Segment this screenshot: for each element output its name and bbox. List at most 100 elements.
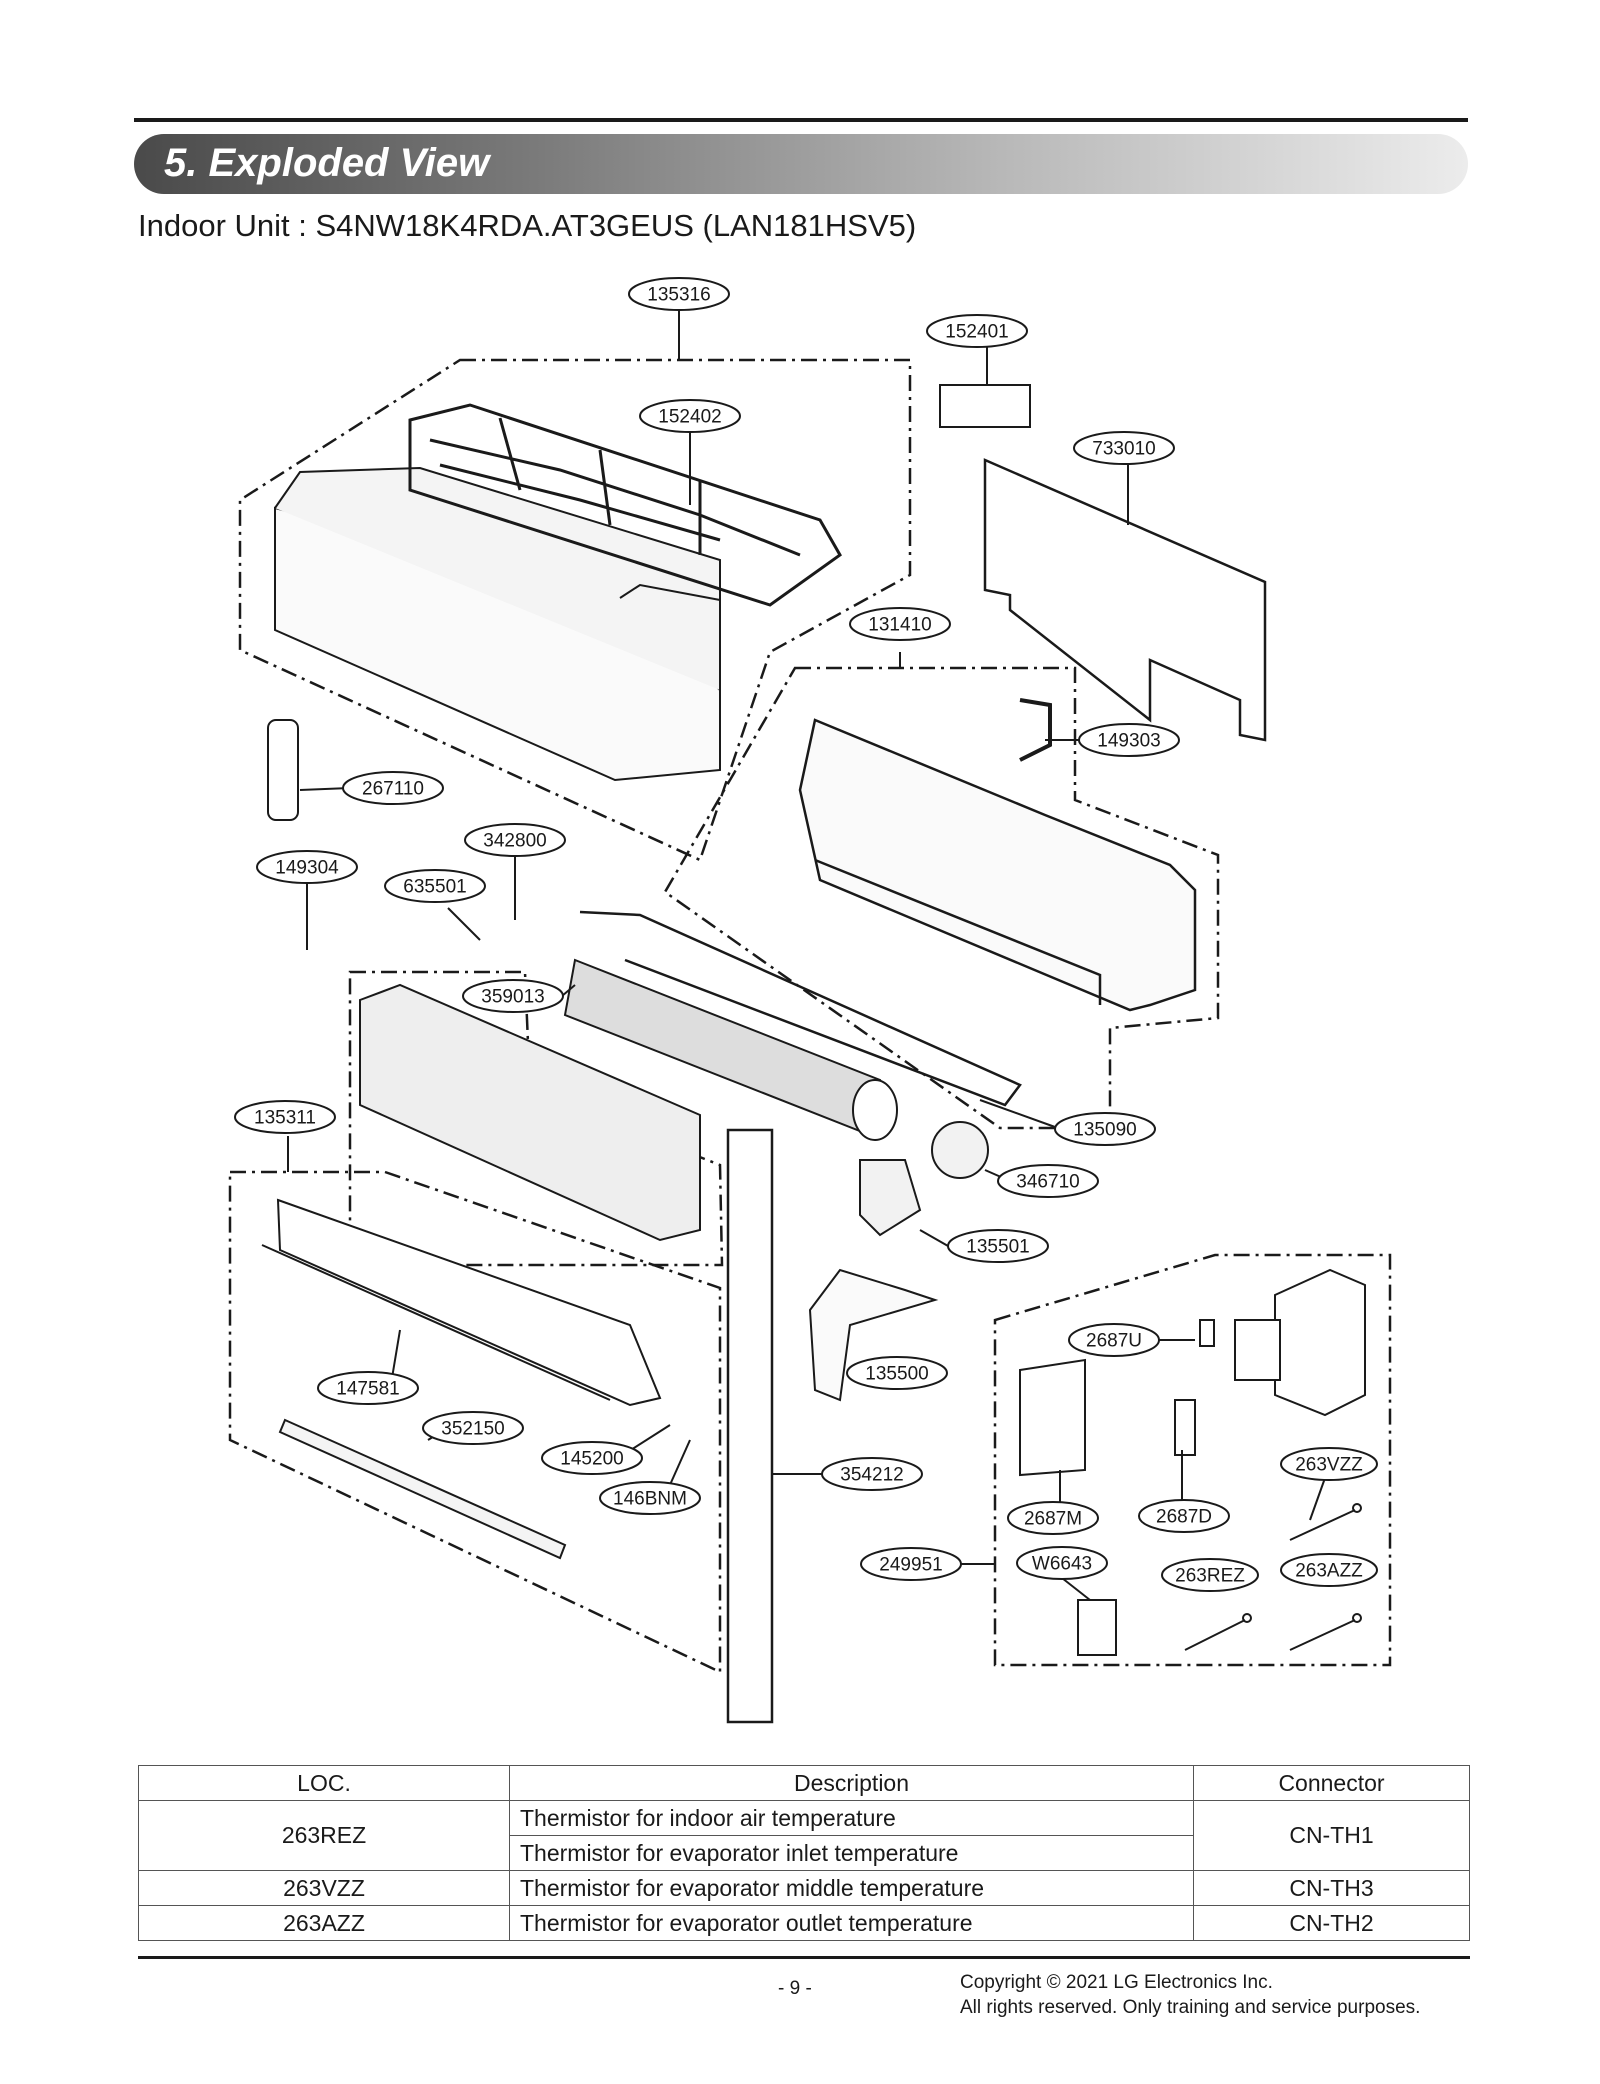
callout-135316 [628, 277, 730, 311]
label-2687M: 2687M [1024, 1509, 1082, 1530]
table-row: 263VZZ Thermistor for evaporator middle … [138, 1870, 1470, 1906]
label-135500: 135500 [865, 1364, 928, 1385]
callout-2687M [1007, 1501, 1099, 1535]
label-145200: 145200 [560, 1449, 623, 1470]
table-row: 263REZ Thermistor for indoor air tempera… [138, 1800, 1470, 1871]
label-249951: 249951 [879, 1555, 942, 1576]
cell-description: Thermistor for evaporator inlet temperat… [509, 1835, 1194, 1871]
section-title: 5. Exploded View [164, 141, 490, 185]
callout-359013 [462, 979, 564, 1013]
callout-249951 [860, 1547, 962, 1581]
callout-152401 [926, 314, 1028, 348]
callout-263VZZ [1280, 1447, 1378, 1481]
label-263AZZ: 263AZZ [1295, 1561, 1363, 1582]
copyright-line-1: Copyright © 2021 LG Electronics Inc. [960, 1972, 1273, 1993]
thermistor-drawings [1184, 1503, 1362, 1651]
label-733010: 733010 [1092, 439, 1155, 460]
label-359013: 359013 [481, 987, 544, 1008]
top-rule [134, 118, 1468, 122]
chassis-group-outline [663, 666, 1220, 1130]
callout-149304 [256, 850, 358, 884]
fan-motor-drawing [859, 1121, 989, 1237]
motor-cover-drawing [808, 1268, 939, 1402]
label-2687U: 2687U [1086, 1331, 1142, 1352]
cross-flow-fan-drawing [563, 958, 898, 1141]
callout-352150 [422, 1411, 524, 1445]
thermistor-table: LOC. Description Connector 263REZ Thermi… [138, 1765, 1470, 1941]
installation-plate-drawing [983, 458, 1267, 742]
table-row: 263AZZ Thermistor for evaporator outlet … [138, 1905, 1470, 1941]
front-grille-drawing [408, 403, 842, 607]
bottom-rule [138, 1956, 1470, 1959]
callout-263REZ [1161, 1558, 1259, 1592]
label-147581: 147581 [336, 1379, 399, 1400]
chassis-drawing [798, 698, 1197, 1012]
col-header-loc: LOC. [138, 1765, 510, 1801]
cell-loc: 263AZZ [138, 1905, 510, 1941]
table-header-row: LOC. Description Connector [138, 1765, 1470, 1801]
front-panel-drawing [274, 466, 721, 782]
label-267110: 267110 [362, 779, 424, 800]
callout-135311 [234, 1100, 336, 1134]
callout-267110 [342, 771, 444, 805]
label-263REZ: 263REZ [1175, 1566, 1245, 1587]
copyright-line-2: All rights reserved. Only training and s… [960, 1997, 1421, 2018]
callout-635501 [384, 869, 486, 903]
col-header-connector: Connector [1193, 1765, 1470, 1801]
label-135316: 135316 [647, 285, 710, 306]
drain-pan-drawing [261, 1198, 662, 1560]
callout-147581 [317, 1371, 419, 1405]
remote-controller-drawing [267, 719, 299, 821]
cell-connector: CN-TH3 [1193, 1870, 1470, 1906]
callout-146BNM [599, 1481, 701, 1515]
cell-connector: CN-TH2 [1193, 1905, 1470, 1941]
callout-152402 [639, 399, 741, 433]
copyright-notice: Copyright © 2021 LG Electronics Inc. All… [960, 1970, 1420, 2020]
drain-pan-group-outline [228, 1170, 722, 1674]
callout-2687D [1138, 1499, 1230, 1533]
callout-346710 [997, 1164, 1099, 1198]
table-row: Thermistor for evaporator inlet temperat… [139, 1835, 1470, 1871]
col-header-description: Description [509, 1765, 1194, 1801]
callout-135500 [846, 1356, 948, 1390]
label-146BNM: 146BNM [613, 1489, 687, 1510]
front-panel-group-outline [238, 358, 912, 862]
louver-drawing [579, 910, 1022, 1107]
callout-263AZZ [1280, 1553, 1378, 1587]
cell-loc: 263REZ [138, 1800, 510, 1871]
pipe-column [726, 1128, 774, 1724]
callout-135090 [1054, 1112, 1156, 1146]
callout-W6643 [1016, 1546, 1108, 1580]
callout-131410 [849, 607, 951, 641]
leader-lines [287, 310, 1326, 1601]
cell-description: Thermistor for evaporator middle tempera… [509, 1870, 1194, 1906]
label-354212: 354212 [840, 1465, 903, 1486]
label-352150: 352150 [441, 1419, 504, 1440]
label-135090: 135090 [1073, 1120, 1136, 1141]
page-number: - 9 - [778, 1978, 812, 1999]
cell-loc: 263VZZ [138, 1870, 510, 1906]
label-152402: 152402 [658, 407, 721, 428]
label-635501: 635501 [403, 877, 466, 898]
callout-135501 [947, 1229, 1049, 1263]
exploded-view-diagram: 135316 152401 152402 733010 131410 14930… [228, 277, 1392, 1724]
page-subtitle: Indoor Unit : S4NW18K4RDA.AT3GEUS (LAN18… [138, 208, 917, 243]
callout-2687U [1068, 1323, 1160, 1357]
label-346710: 346710 [1016, 1172, 1079, 1193]
label-2687D: 2687D [1156, 1507, 1212, 1528]
label-149303: 149303 [1097, 731, 1160, 752]
control-box-group-outline [993, 1253, 1392, 1667]
label-152401: 152401 [945, 322, 1008, 343]
control-box-drawing [1019, 1268, 1366, 1656]
label-135311: 135311 [254, 1108, 316, 1129]
label-131410: 131410 [868, 615, 931, 636]
label-135501: 135501 [966, 1237, 1029, 1258]
label-149304: 149304 [275, 858, 339, 879]
label-263VZZ: 263VZZ [1295, 1455, 1363, 1476]
label-342800: 342800 [483, 831, 546, 852]
label-W6643: W6643 [1032, 1554, 1092, 1575]
callout-ovals [234, 277, 1378, 1592]
callout-145200 [541, 1441, 643, 1475]
callout-342800 [464, 823, 566, 857]
cell-connector: CN-TH1 [1193, 1800, 1470, 1871]
